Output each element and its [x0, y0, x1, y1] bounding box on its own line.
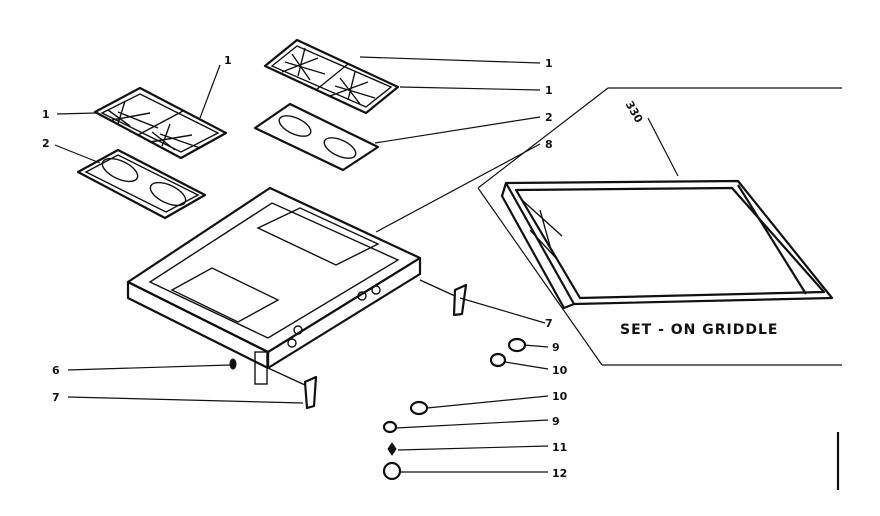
callout-burner-pan-left: 2 [42, 137, 50, 150]
callout-grate-top-2: 1 [545, 84, 553, 97]
hardware [382, 337, 527, 481]
callout-grate-left-a: 1 [224, 54, 232, 67]
callout-bezel-a: 10 [552, 364, 568, 377]
callout-bracket-left: 7 [52, 391, 60, 404]
screw [229, 358, 237, 370]
callout-griddle: 330 [623, 99, 646, 126]
callout-grate-left-b: 1 [42, 108, 50, 121]
callout-screw: 6 [52, 364, 60, 377]
callout-washer: 12 [552, 467, 567, 480]
grate-left-pair [93, 86, 228, 160]
bracket-right [419, 279, 468, 317]
callout-knob-b: 9 [552, 415, 560, 428]
callout-bezel-b: 10 [552, 390, 568, 403]
callout-cooktop-frame: 8 [545, 138, 553, 151]
cooktop-frame [126, 186, 422, 385]
grate-right-pair [263, 38, 400, 115]
callout-burner-pan-right: 2 [545, 111, 553, 124]
callout-bracket-right: 7 [545, 317, 553, 330]
callout-knob-a: 9 [552, 341, 560, 354]
bracket-left [267, 367, 318, 410]
burner-pan-right [253, 102, 380, 172]
griddle-group [477, 87, 842, 366]
leader-lines [54, 56, 679, 473]
callout-grate-top-1: 1 [545, 57, 553, 70]
callout-spring: 11 [552, 441, 567, 454]
burner-pan-left [76, 148, 207, 220]
griddle-caption: SET - ON GRIDDLE [620, 322, 778, 338]
